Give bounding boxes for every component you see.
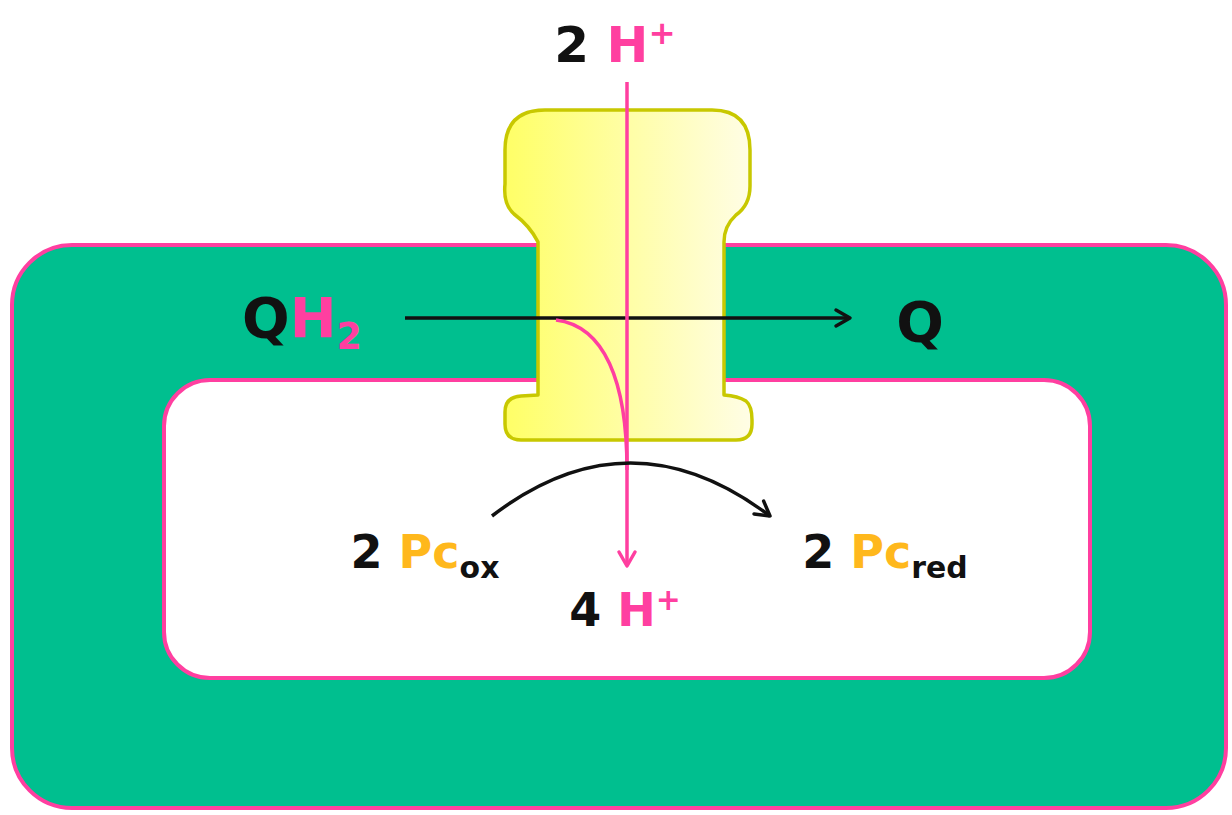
text-part: Q [242,285,290,350]
lumen-region: 2 Pcox4 H+2 Pcred [162,378,1092,680]
text-part: 2 [337,315,362,358]
text-part: + [648,14,675,52]
molecule-label: QH2 [242,286,362,358]
molecule-label: 2 Pcox [351,526,500,586]
membrane-band: 2 Pcox4 H+2 PcredQH2Q [10,243,1228,810]
proton-label: 2 H+ [554,15,675,74]
molecule-label: 2 Pcred [802,526,967,586]
text-part: Q [896,289,944,354]
text-part: + [656,582,681,617]
cytochrome-complex [505,110,752,440]
proton-arrow [625,82,629,566]
text-part: 2 [802,525,850,579]
proton-release-curve [556,320,627,470]
electron-arrow [405,316,850,320]
text-part: 2 [351,525,399,579]
text-part: Pc [850,525,911,579]
text-part: H [290,285,337,350]
molecule-label: 4 H+ [569,583,681,637]
text-part: red [911,550,967,585]
text-part: H [617,583,656,637]
molecule-label: Q [896,290,944,354]
plastocyanin-arrow [492,463,770,516]
text-part: H [607,16,649,74]
text-part: 4 [569,583,617,637]
text-part: ox [460,550,500,585]
text-part: Pc [399,525,460,579]
text-part: 2 [554,16,606,74]
